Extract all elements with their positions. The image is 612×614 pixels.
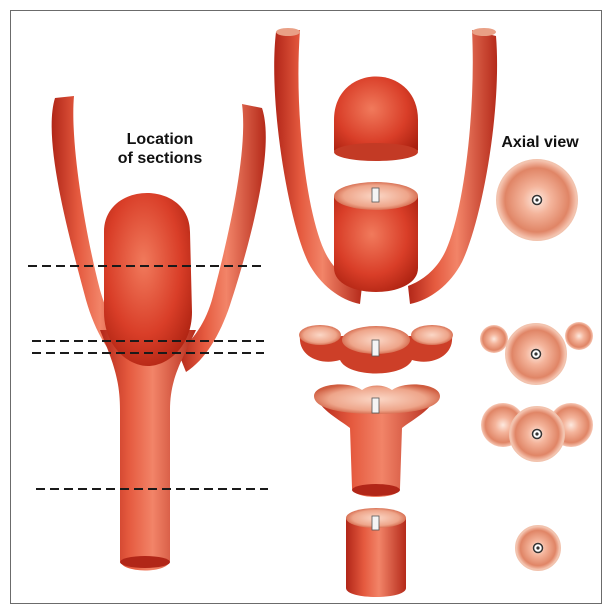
- axial-view-1: [497, 160, 577, 240]
- section-4-piece: [346, 508, 406, 597]
- lumen-marker-3: [372, 398, 379, 413]
- axial-view-2: [480, 322, 593, 384]
- location-label-line2: of sections: [95, 149, 225, 168]
- axial-view-3: [481, 403, 593, 461]
- section-1-piece: [274, 28, 497, 304]
- lumen-marker-1: [372, 188, 379, 202]
- cut-face-2-right: [411, 325, 453, 345]
- location-label-line1: Location: [95, 130, 225, 149]
- location-of-sections-label: Location of sections: [95, 130, 225, 168]
- section-2-piece: [299, 325, 453, 374]
- cut-face-2-left: [299, 325, 341, 345]
- dome-cap-piece: [334, 77, 418, 162]
- axial-view-label: Axial view: [480, 133, 600, 152]
- lumen-marker-2: [372, 340, 379, 356]
- parent-trunk: [100, 330, 196, 571]
- lumen-marker-4: [372, 516, 379, 530]
- right-branch-cut: [408, 30, 497, 304]
- section-3-piece: [314, 384, 440, 497]
- axial-view-4: [516, 526, 560, 570]
